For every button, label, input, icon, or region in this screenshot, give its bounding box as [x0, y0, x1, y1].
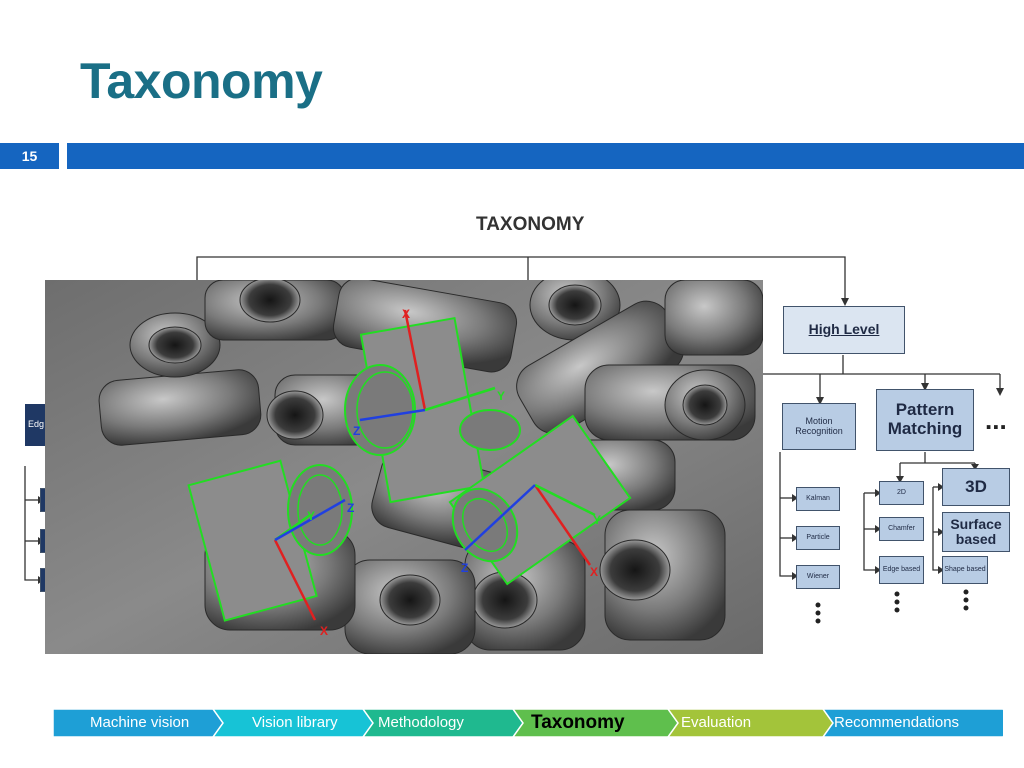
high-level-box: High Level [783, 306, 905, 354]
axis-label-z2: Z [347, 501, 354, 515]
nav-item-methodology[interactable]: Methodology [378, 714, 464, 731]
slide-title: Taxonomy [80, 53, 323, 109]
nav-item-machine-vision[interactable]: Machine vision [90, 714, 190, 731]
nav-segment-1[interactable] [212, 709, 374, 737]
axis-label-z1: Z [353, 424, 360, 438]
pattern-matching-box: Pattern Matching [876, 389, 974, 451]
nav-item-taxonomy[interactable]: Taxonomy [531, 712, 625, 733]
three-d-box: 3D [942, 468, 1010, 506]
axis-label-y2: Y [307, 509, 315, 523]
surface-based-box: Surface based [942, 512, 1010, 552]
nav-segment-4[interactable] [667, 709, 834, 737]
header-bar [67, 143, 1024, 169]
nav-item-evaluation[interactable]: Evaluation [681, 714, 752, 731]
axis-label-x2: X [320, 624, 328, 638]
slide-number: 15 [0, 143, 59, 169]
nav-item-recommendations[interactable]: Recommendations [834, 714, 960, 731]
axis-label-x1: X [402, 307, 410, 321]
nav-item-vision-library[interactable]: Vision library [252, 714, 338, 731]
axis-label-y1: Y [497, 389, 505, 403]
nav-segment-5[interactable] [822, 709, 1003, 737]
wiener-box: Wiener [796, 565, 840, 589]
axis-label-x3: X [590, 565, 598, 579]
pose-estimation-photo: X Y Z X Y Z X Y Z [45, 280, 763, 654]
particle-box: Particle [796, 526, 840, 550]
section-nav [53, 709, 1003, 737]
more-ellipsis: ... [985, 405, 1007, 435]
chamfer-box: Chamfer [879, 517, 924, 541]
axis-label-y3: Y [593, 513, 601, 527]
kalman-box: Kalman [796, 487, 840, 511]
nav-segment-3[interactable] [512, 709, 679, 737]
shape-based-box: Shape based [942, 556, 988, 584]
two-d-box: 2D [879, 481, 924, 505]
motion-recognition-box: Motion Recognition [782, 403, 856, 450]
axis-label-z3: Z [461, 561, 468, 575]
nav-segment-2[interactable] [362, 709, 524, 737]
taxonomy-heading: TAXONOMY [476, 214, 585, 235]
edge-based-box: Edge based [879, 556, 924, 584]
